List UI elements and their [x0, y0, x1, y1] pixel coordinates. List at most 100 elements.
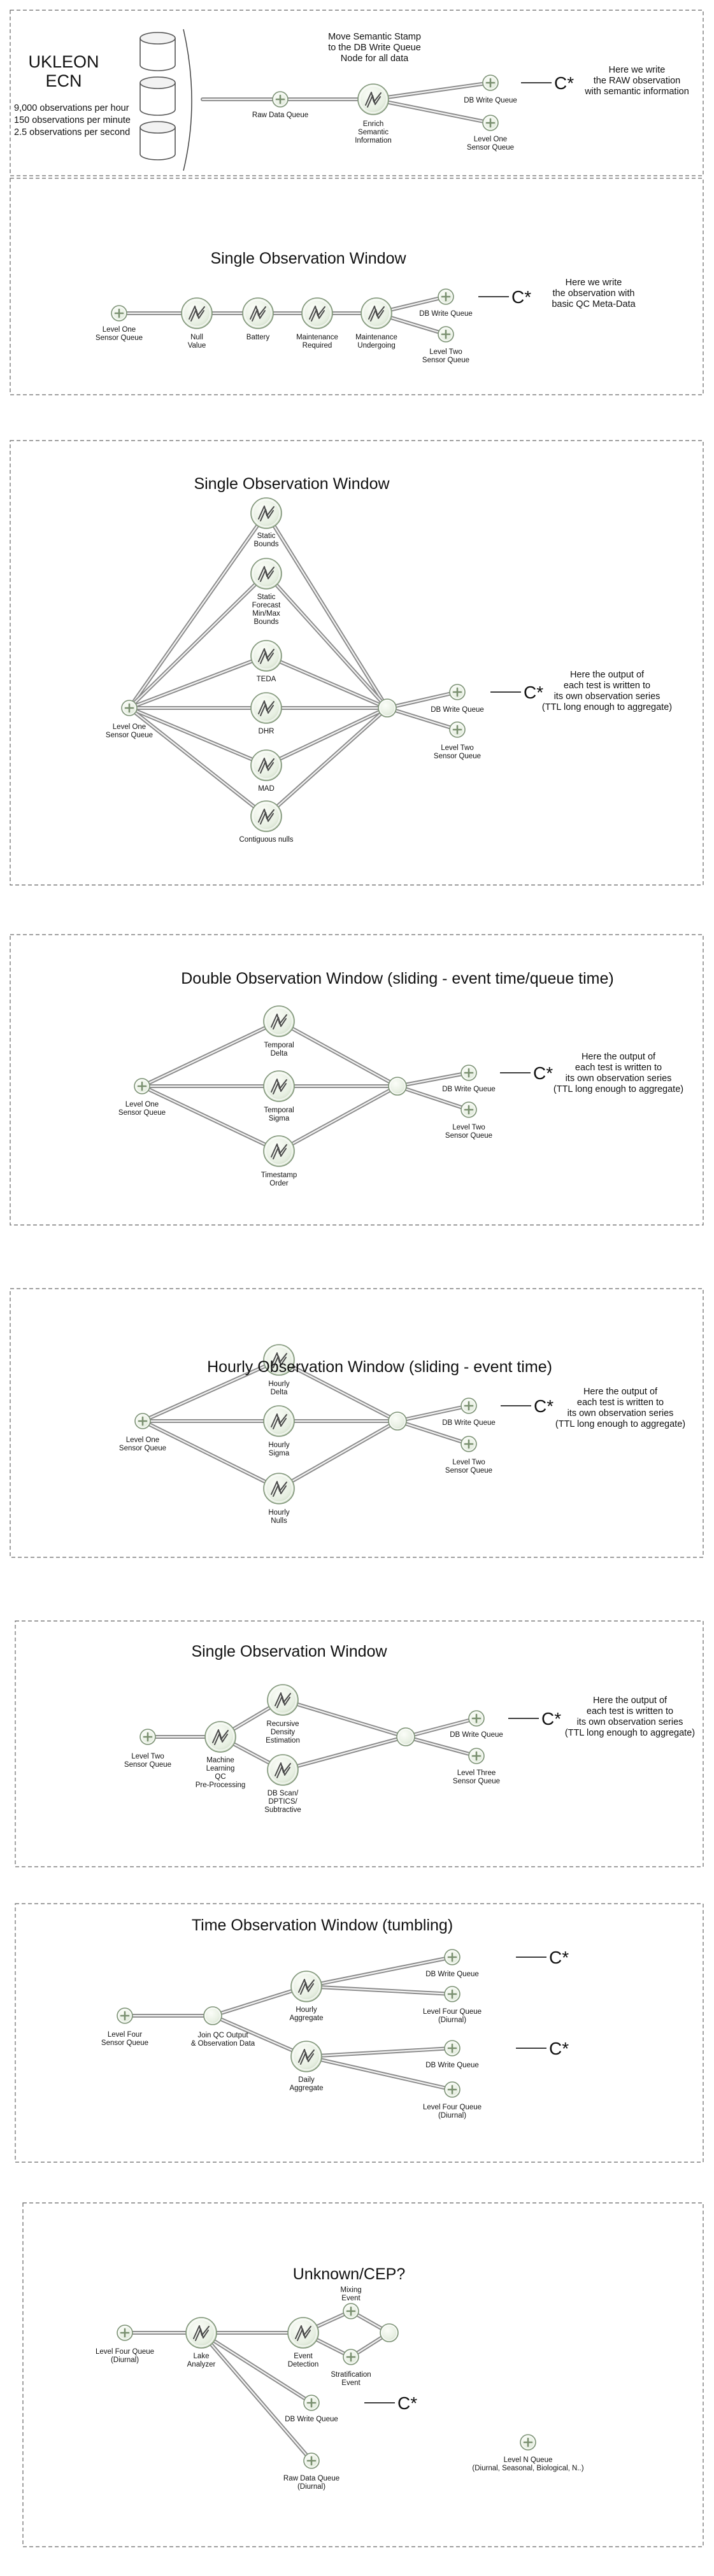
- temporal-sigma-processor[interactable]: [263, 1070, 295, 1102]
- maintenance-required-processor[interactable]: [301, 297, 333, 329]
- dhr-processor[interactable]: [250, 692, 282, 724]
- hourly-nulls-processor[interactable]: [263, 1473, 295, 1504]
- join-node[interactable]: [388, 1412, 407, 1431]
- raw-data-queue[interactable]: [272, 91, 289, 108]
- plus-icon: [485, 118, 496, 128]
- level-three-sensor-queue[interactable]: [468, 1748, 485, 1764]
- db-write-queue[interactable]: [303, 2395, 320, 2411]
- join-qc-output-node[interactable]: [203, 2006, 222, 2025]
- zigzag-icon: [258, 648, 275, 664]
- stratification-event-queue[interactable]: [343, 2349, 359, 2365]
- db-write-queue[interactable]: [444, 2040, 461, 2056]
- db-write-queue[interactable]: [444, 1949, 461, 1965]
- level-two-sensor-queue[interactable]: [461, 1436, 477, 1452]
- zigzag-icon: [271, 1481, 287, 1497]
- level-n-queue[interactable]: [520, 2434, 536, 2451]
- source-subname: ECN: [45, 71, 82, 90]
- level-one-sensor-queue[interactable]: [111, 305, 127, 322]
- level-one-sensor-queue[interactable]: [121, 700, 138, 716]
- db-write-queue[interactable]: [468, 1710, 485, 1727]
- plus-icon: [137, 1081, 147, 1091]
- node-label: DB Write Queue: [425, 2062, 479, 2069]
- db-write-queue[interactable]: [438, 288, 454, 305]
- c-star-sink: C*: [478, 287, 531, 307]
- mixing-event-queue[interactable]: [343, 2303, 359, 2319]
- level-one-sensor-queue[interactable]: [482, 115, 499, 131]
- raw-data-queue-diurnal[interactable]: [303, 2452, 320, 2469]
- contiguous-nulls-processor[interactable]: [250, 800, 282, 832]
- static-forecast-bounds-processor[interactable]: [250, 558, 282, 590]
- zigzag-icon: [258, 809, 275, 824]
- c-star-sink: C*: [516, 1948, 569, 1967]
- event-detection-processor[interactable]: [287, 2317, 319, 2349]
- node-label: Level Four Queue(Diurnal): [96, 2348, 154, 2364]
- join-node[interactable]: [388, 1077, 407, 1096]
- battery-processor[interactable]: [242, 297, 274, 329]
- plus-icon: [485, 78, 496, 88]
- zigzag-icon: [275, 1692, 291, 1708]
- level-four-sensor-queue[interactable]: [117, 2007, 133, 2024]
- zigzag-icon: [250, 306, 266, 322]
- timestamp-order-processor[interactable]: [263, 1135, 295, 1167]
- lake-analyzer-processor[interactable]: [185, 2317, 217, 2349]
- teda-processor[interactable]: [250, 640, 282, 672]
- join-node[interactable]: [380, 2323, 399, 2342]
- temporal-delta-processor[interactable]: [263, 1005, 295, 1037]
- level-two-sensor-queue[interactable]: [438, 326, 454, 343]
- db-write-queue[interactable]: [482, 74, 499, 91]
- machine-learning-qc-processor[interactable]: [204, 1721, 236, 1753]
- plus-icon: [464, 1105, 474, 1115]
- level-one-sensor-queue[interactable]: [134, 1078, 150, 1094]
- static-bounds-processor[interactable]: [250, 497, 282, 529]
- panel-title: Double Observation Window (sliding - eve…: [181, 970, 613, 987]
- level-four-diurnal-queue[interactable]: [117, 2325, 133, 2341]
- plus-icon: [441, 292, 451, 302]
- recursive-density-processor[interactable]: [267, 1684, 299, 1716]
- node-label: Raw Data Queue(Diurnal): [283, 2475, 339, 2491]
- node-label: Raw Data Queue: [252, 111, 308, 119]
- level-one-sensor-queue[interactable]: [134, 1413, 151, 1429]
- panel-title: Hourly Observation Window (sliding - eve…: [207, 1358, 552, 1376]
- panel-title: Single Observation Window: [210, 250, 406, 267]
- level-four-diurnal-queue[interactable]: [444, 2081, 461, 2098]
- hourly-aggregate-processor[interactable]: [290, 1971, 322, 2002]
- level-two-sensor-queue[interactable]: [461, 1101, 477, 1118]
- join-node[interactable]: [378, 698, 397, 718]
- cassandra-icon: C*: [511, 287, 531, 307]
- level-two-sensor-queue[interactable]: [139, 1729, 156, 1745]
- panel-hourly-window: [10, 1288, 704, 1558]
- maintenance-undergoing-processor[interactable]: [361, 297, 392, 329]
- null-value-processor[interactable]: [181, 297, 213, 329]
- db-write-queue[interactable]: [449, 684, 466, 700]
- db-write-queue[interactable]: [461, 1398, 477, 1414]
- level-two-sensor-queue[interactable]: [449, 721, 466, 738]
- plus-icon: [346, 2352, 356, 2362]
- node-label: MAD: [258, 785, 275, 793]
- source-name: UKLEON: [28, 52, 99, 71]
- daily-aggregate-processor[interactable]: [290, 2041, 322, 2072]
- dbscan-processor[interactable]: [267, 1754, 299, 1786]
- node-label: Level Four Queue(Diurnal): [423, 2008, 482, 2024]
- join-node[interactable]: [396, 1727, 415, 1746]
- panel-title: Time Observation Window (tumbling): [192, 1916, 453, 1934]
- hourly-sigma-processor[interactable]: [263, 1405, 295, 1437]
- db-write-queue[interactable]: [461, 1065, 477, 1081]
- node-label: TEDA: [257, 676, 276, 683]
- node-label: DB Write Queue: [442, 1086, 496, 1093]
- mad-processor[interactable]: [250, 749, 282, 781]
- hourly-delta-processor[interactable]: [263, 1344, 295, 1376]
- node-label: Battery: [246, 334, 270, 341]
- enrich-semantic-processor[interactable]: [357, 83, 389, 115]
- level-four-diurnal-queue[interactable]: [444, 1986, 461, 2002]
- panel-single-window-3: [15, 1620, 704, 1867]
